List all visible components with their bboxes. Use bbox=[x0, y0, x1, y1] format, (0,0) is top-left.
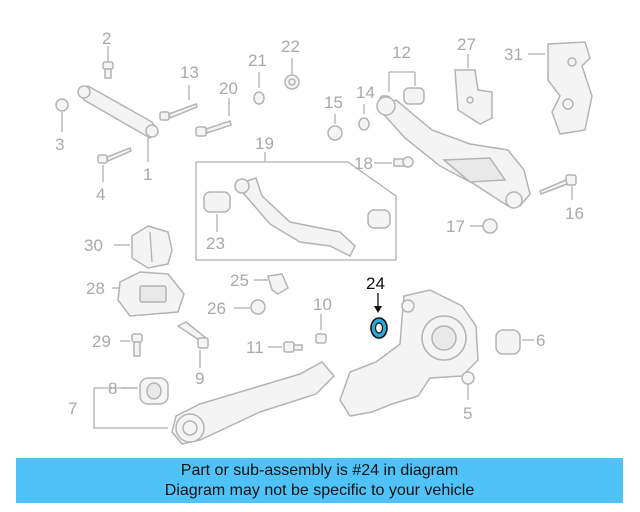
part-19-upper-arm-group[interactable] bbox=[195, 152, 397, 261]
label-16: 16 bbox=[565, 204, 584, 223]
label-22: 22 bbox=[281, 37, 300, 56]
part-14-washer[interactable] bbox=[358, 104, 370, 131]
part-31-bracket[interactable] bbox=[528, 41, 593, 135]
label-3: 3 bbox=[55, 135, 64, 154]
banner-line-1: Part or sub-assembly is #24 in diagram bbox=[180, 462, 459, 479]
label-13: 13 bbox=[180, 63, 199, 82]
part-9-bolt[interactable] bbox=[176, 321, 209, 368]
label-18: 18 bbox=[354, 154, 373, 173]
label-28: 28 bbox=[86, 279, 105, 298]
part-28-mount[interactable] bbox=[112, 271, 185, 317]
label-27: 27 bbox=[457, 35, 476, 54]
label-26: 26 bbox=[207, 299, 226, 318]
banner-line-2: Diagram may not be specific to your vehi… bbox=[164, 482, 475, 499]
label-23: 23 bbox=[206, 234, 225, 253]
part-3-nut[interactable] bbox=[55, 98, 69, 132]
label-9: 9 bbox=[195, 369, 204, 388]
label-17: 17 bbox=[446, 217, 465, 236]
label-7: 7 bbox=[68, 399, 77, 418]
label-20: 20 bbox=[219, 79, 238, 98]
label-19: 19 bbox=[255, 134, 274, 153]
part-7-trailing-arm[interactable] bbox=[93, 361, 336, 445]
part-1-link[interactable] bbox=[77, 85, 159, 162]
label-29: 29 bbox=[92, 332, 111, 351]
part-5-knuckle[interactable] bbox=[339, 289, 479, 417]
part-20-bolt[interactable] bbox=[195, 98, 232, 137]
label-2: 2 bbox=[102, 29, 111, 48]
label-24: 24 bbox=[366, 274, 385, 293]
part-18-bolt[interactable] bbox=[374, 156, 414, 168]
part-lower-control-arm[interactable] bbox=[376, 96, 531, 209]
part-6-bushing[interactable] bbox=[495, 329, 534, 355]
label-12: 12 bbox=[392, 43, 411, 62]
label-11: 11 bbox=[246, 338, 264, 357]
part-22-nut[interactable] bbox=[284, 58, 300, 90]
part-17-nut[interactable] bbox=[470, 218, 498, 234]
part-2-bolt[interactable] bbox=[102, 46, 114, 79]
label-6: 6 bbox=[536, 331, 545, 350]
label-30: 30 bbox=[84, 236, 103, 255]
part-4-bolt[interactable] bbox=[97, 147, 132, 182]
label-10: 10 bbox=[313, 295, 332, 314]
label-1: 1 bbox=[143, 165, 152, 184]
part-15-nut[interactable] bbox=[327, 114, 343, 141]
label-21: 21 bbox=[248, 51, 267, 70]
label-31: 31 bbox=[504, 45, 523, 64]
part-21-washer[interactable] bbox=[253, 72, 265, 105]
label-14: 14 bbox=[356, 83, 375, 102]
part-11-bolt[interactable] bbox=[268, 341, 303, 353]
part-30-cover[interactable] bbox=[114, 225, 173, 269]
label-25: 25 bbox=[230, 271, 249, 290]
part-25-clip[interactable] bbox=[254, 273, 289, 295]
part-10-bolt[interactable] bbox=[315, 314, 327, 344]
part-8-bushing[interactable] bbox=[122, 377, 169, 405]
part-27-bracket[interactable] bbox=[454, 54, 493, 125]
label-15: 15 bbox=[324, 93, 343, 112]
label-5: 5 bbox=[463, 404, 472, 423]
part-24-washer-highlighted[interactable] bbox=[370, 293, 388, 339]
part-16-bolt[interactable] bbox=[539, 174, 577, 200]
part-13-bolt[interactable] bbox=[159, 85, 198, 121]
part-29-bolt[interactable] bbox=[120, 333, 143, 357]
label-8: 8 bbox=[108, 379, 117, 398]
info-banner: Part or sub-assembly is #24 in diagram D… bbox=[16, 458, 623, 503]
part-26-nut[interactable] bbox=[234, 299, 266, 315]
label-4: 4 bbox=[96, 185, 105, 204]
